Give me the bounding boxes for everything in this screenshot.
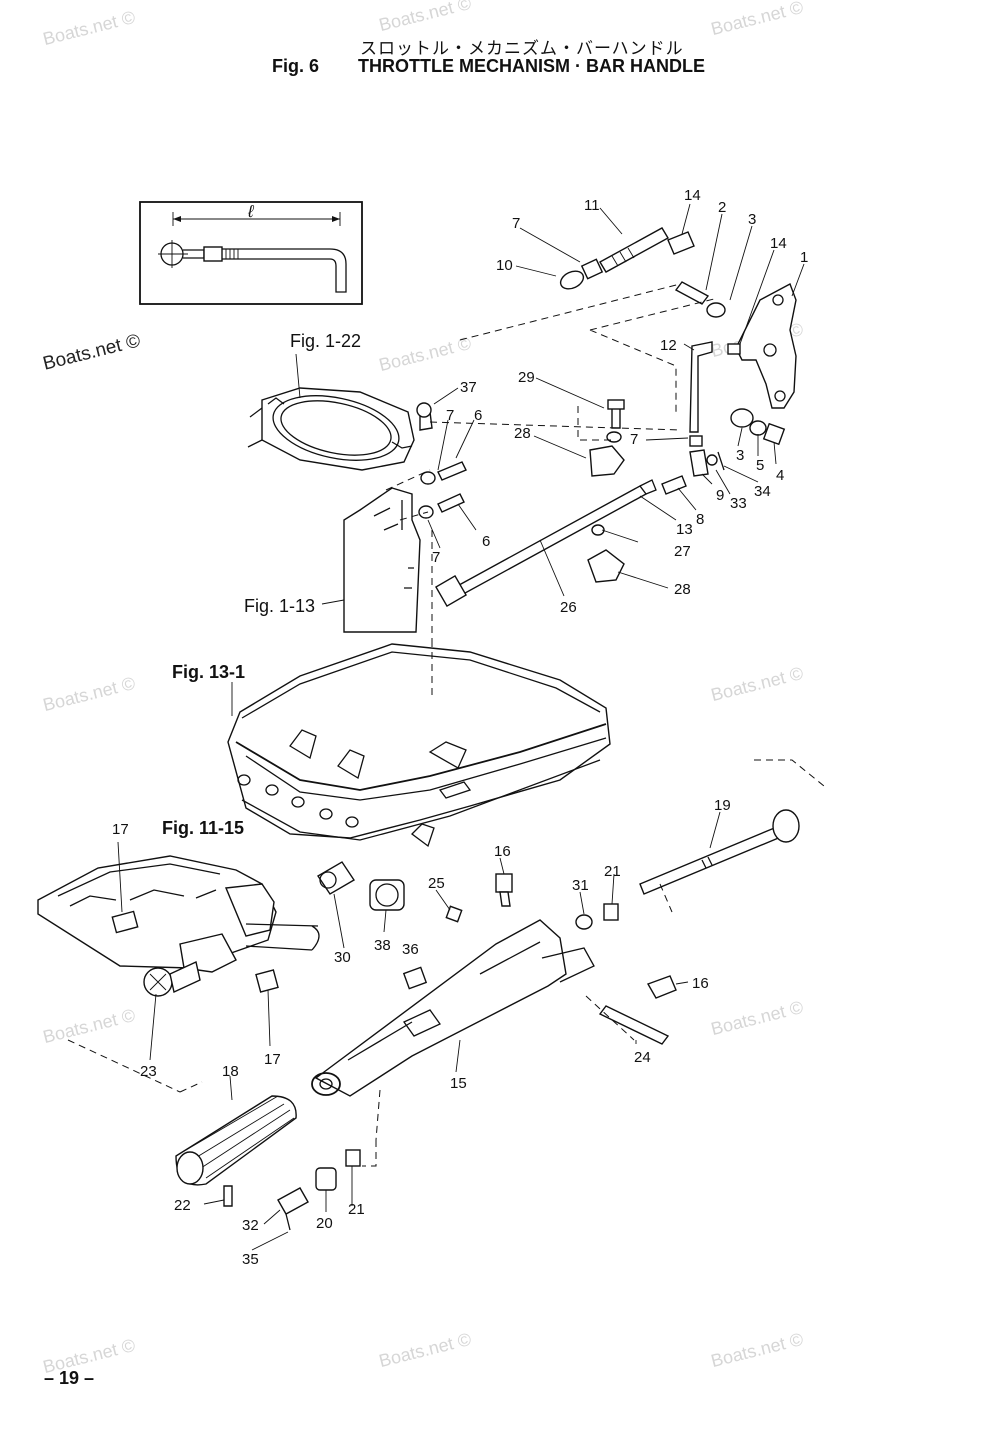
callout-14: 14 — [684, 187, 701, 204]
callout-3: 3 — [736, 447, 744, 464]
callout-6: 6 — [474, 407, 482, 424]
callout-6: 6 — [482, 533, 490, 550]
callout-24: 24 — [634, 1049, 651, 1066]
callout-15: 15 — [450, 1075, 467, 1092]
figure-label: Fig. 6 — [272, 56, 320, 76]
callout-11: 11 — [584, 197, 600, 214]
callout-5: 5 — [756, 457, 764, 474]
callout-14: 14 — [770, 235, 787, 252]
callout-29: 29 — [518, 369, 535, 386]
callout-3: 3 — [748, 211, 756, 228]
callout-16: 16 — [494, 843, 511, 860]
page-title: THROTTLE MECHANISM · BAR HANDLE — [358, 56, 705, 76]
callout-28: 28 — [514, 425, 531, 442]
callout-23: 23 — [140, 1063, 157, 1080]
callout-22: 22 — [174, 1197, 191, 1214]
callout-18: 18 — [222, 1063, 239, 1080]
callout-17: 17 — [112, 821, 129, 838]
callout-37: 37 — [460, 379, 477, 396]
callout-34: 34 — [754, 483, 771, 500]
page-number: – 19 – — [44, 1368, 95, 1388]
callout-33: 33 — [730, 495, 747, 512]
callout-36: 36 — [402, 941, 419, 958]
bar-handle — [175, 640, 825, 1231]
figure-ref-1-13: Fig. 1-13 — [244, 596, 315, 616]
callout-16: 16 — [692, 975, 709, 992]
callout-38: 38 — [374, 937, 391, 954]
callout-7: 7 — [630, 431, 638, 448]
upper-bracket — [247, 387, 415, 471]
figure-ref-1-22: Fig. 1-22 — [290, 331, 361, 351]
dimension-symbol: ℓ — [247, 202, 254, 221]
steering-bracket — [37, 855, 320, 1093]
callout-10: 10 — [496, 257, 513, 274]
callout-20: 20 — [316, 1215, 333, 1232]
callout-leaders — [117, 203, 805, 1251]
callout-26: 26 — [560, 599, 577, 616]
callout-25: 25 — [428, 875, 445, 892]
callout-13: 13 — [676, 521, 693, 538]
callout-2: 2 — [718, 199, 726, 216]
callout-30: 30 — [334, 949, 351, 966]
callout-12: 12 — [660, 337, 677, 354]
bottom-cowling — [227, 643, 611, 848]
callout-21: 21 — [604, 863, 621, 880]
callout-9: 9 — [716, 487, 724, 504]
callout-31: 31 — [572, 877, 589, 894]
callout-17: 17 — [264, 1051, 281, 1068]
figure-ref-11-15: Fig. 11-15 — [162, 818, 244, 838]
callout-28: 28 — [674, 581, 691, 598]
figure-ref-13-1: Fig. 13-1 — [172, 662, 245, 682]
callout-1: 1 — [800, 249, 808, 266]
callout-7: 7 — [446, 407, 454, 424]
callout-19: 19 — [714, 797, 731, 814]
callout-32: 32 — [242, 1217, 259, 1234]
callout-7: 7 — [432, 549, 440, 566]
callout-35: 35 — [242, 1251, 259, 1268]
throttle-linkage — [385, 227, 797, 690]
rod-length-inset: ℓ — [139, 201, 363, 305]
callout-7: 7 — [512, 215, 520, 232]
callout-4: 4 — [776, 467, 784, 484]
japanese-title: スロットル・メカニズム・バーハンドル — [360, 39, 684, 59]
callout-21: 21 — [348, 1201, 365, 1218]
mount-plate — [343, 487, 421, 633]
callout-27: 27 — [674, 543, 691, 560]
callout-8: 8 — [696, 511, 704, 528]
